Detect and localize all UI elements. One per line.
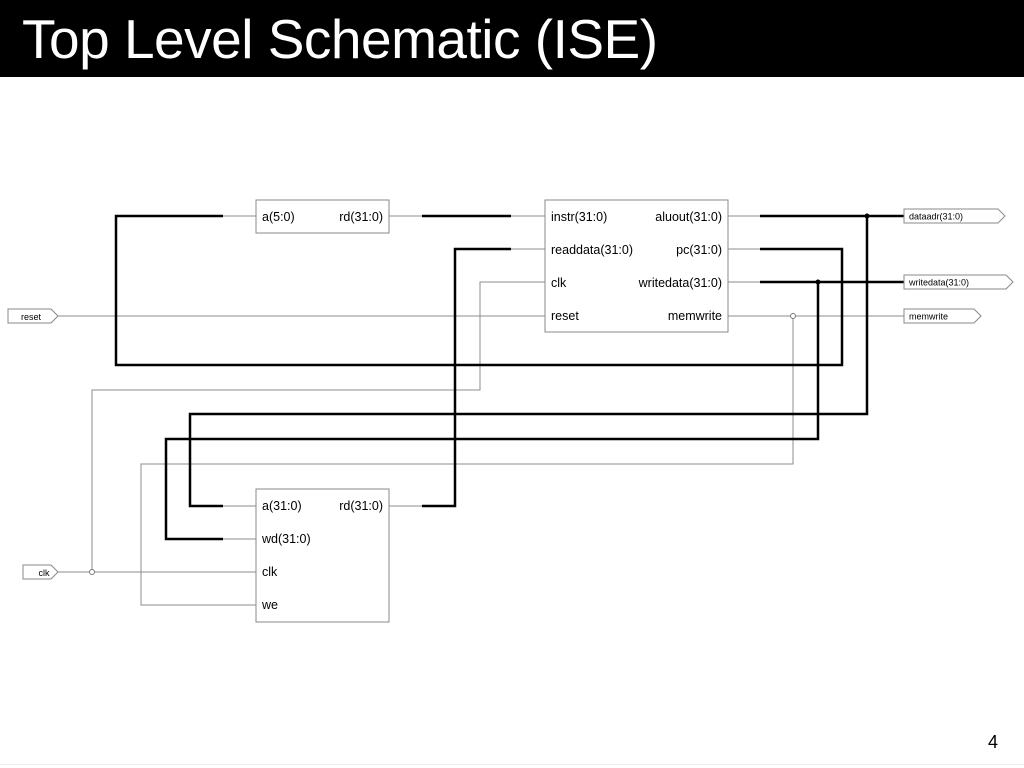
mips-port-clk: clk	[551, 276, 567, 290]
wire-mips-clk	[91, 281, 511, 572]
port-label-dataadr: dataadr(31:0)	[909, 212, 963, 222]
bus-wires	[114, 214, 904, 541]
input-port-clk: clk	[22, 564, 59, 580]
mips-port-writedata: writedata(31:0)	[638, 276, 722, 290]
port-label-writedata: writedata(31:0)	[908, 278, 969, 288]
junction-memwrite	[790, 313, 796, 319]
mips-port-pc: pc(31:0)	[676, 243, 722, 257]
imem-port-a: a(5:0)	[262, 210, 295, 224]
wire-mips-stubs	[511, 215, 760, 283]
dmem-port-rd: rd(31:0)	[339, 499, 383, 513]
slide-title: Top Level Schematic (ISE)	[22, 8, 658, 70]
output-port-writedata: writedata(31:0)	[903, 274, 1014, 290]
dmem-port-a: a(31:0)	[262, 499, 302, 513]
junction-aluout	[864, 213, 870, 219]
page-number: 4	[988, 732, 999, 752]
bus-readdata	[422, 247, 511, 508]
port-label-reset: reset	[21, 312, 42, 322]
port-label-clk: clk	[39, 568, 50, 578]
imem-port-rd: rd(31:0)	[339, 210, 383, 224]
mips-port-readdata: readdata(31:0)	[551, 243, 633, 257]
input-port-reset: reset	[7, 308, 59, 324]
mips-port-instr: instr(31:0)	[551, 210, 607, 224]
output-port-dataadr: dataadr(31:0)	[903, 208, 1006, 224]
title-bar: Top Level Schematic (ISE)	[0, 0, 1024, 77]
bus-writedata-to-wd	[164, 282, 820, 541]
mips-port-reset: reset	[551, 309, 579, 323]
bus-aluout-to-dmem-a	[188, 216, 869, 508]
mips-port-memwrite: memwrite	[668, 309, 722, 323]
wire-dmem-stubs	[223, 505, 422, 540]
port-label-memwrite: memwrite	[909, 312, 948, 322]
dmem-port-wd: wd(31:0)	[261, 532, 311, 546]
dmem-port-we: we	[261, 598, 278, 612]
bottom-divider	[0, 764, 1024, 765]
mips-block: instr(31:0) readdata(31:0) clk reset alu…	[544, 199, 729, 333]
dmem-block: a(31:0) wd(31:0) clk we rd(31:0)	[255, 488, 390, 623]
imem-block: a(5:0) rd(31:0)	[255, 199, 390, 234]
mips-port-aluout: aluout(31:0)	[655, 210, 722, 224]
junction-writedata	[815, 279, 821, 285]
output-port-memwrite: memwrite	[903, 308, 982, 324]
dmem-port-clk: clk	[262, 565, 278, 579]
junction-clk	[89, 569, 95, 575]
junctions	[89, 213, 870, 575]
single-bit-wires	[58, 215, 904, 606]
wire-memwrite-to-we	[140, 316, 794, 606]
bus-pc-to-imem	[114, 214, 844, 367]
